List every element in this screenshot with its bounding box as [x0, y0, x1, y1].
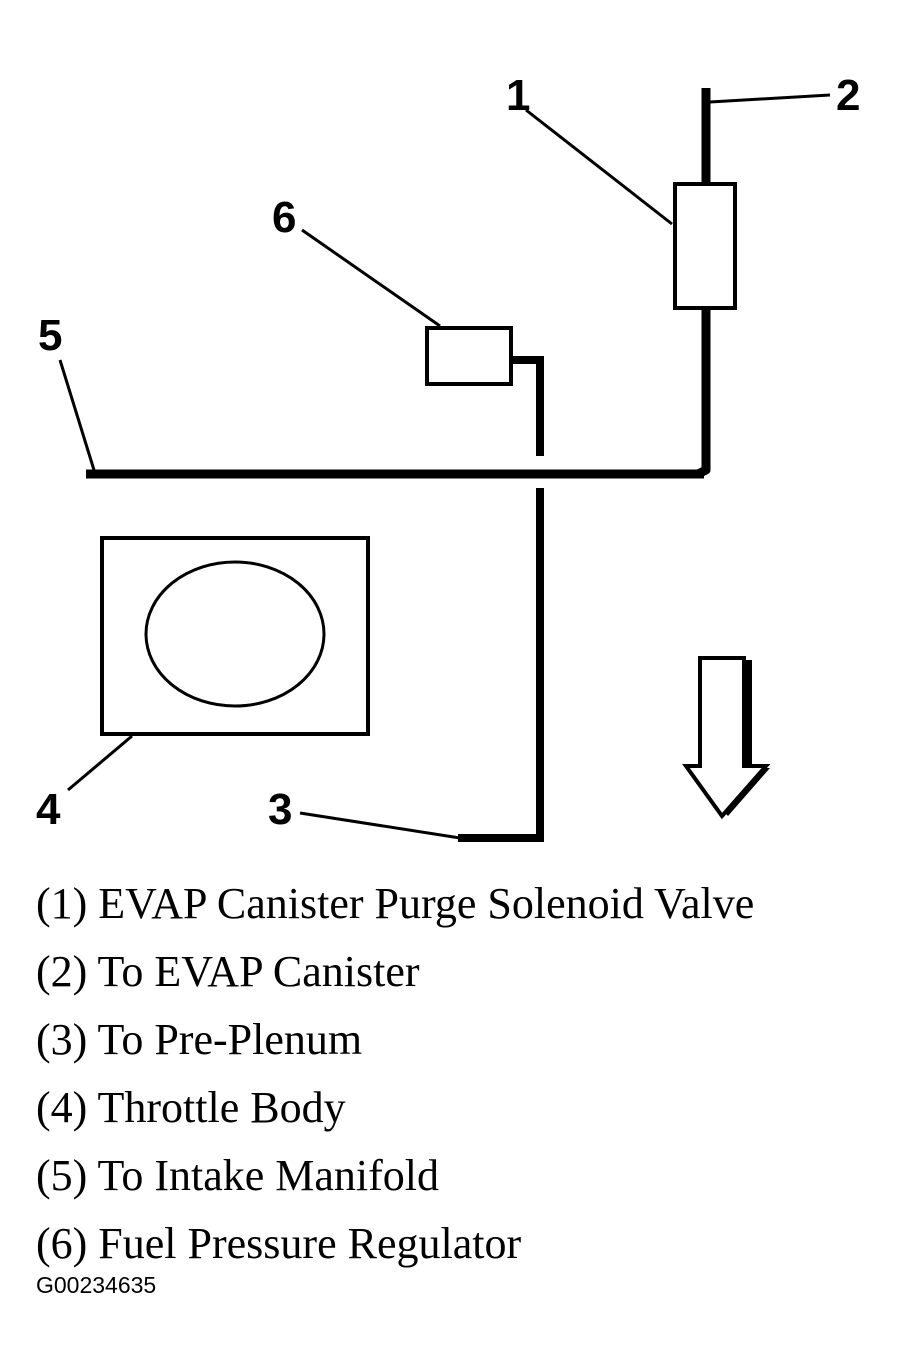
fuel-pressure-regulator	[425, 326, 513, 386]
purge-solenoid-valve	[673, 182, 737, 310]
callout-1: 1	[506, 71, 530, 120]
leader-line-4	[67, 734, 133, 792]
throttle-bore	[144, 560, 326, 708]
direction-arrow-icon	[682, 656, 771, 820]
leader-line-3	[299, 811, 461, 840]
hose-regulator-upper	[511, 356, 544, 456]
figure-id: G00234635	[36, 1272, 157, 1298]
callout-3: 3	[268, 785, 292, 834]
legend-item-1: (1) EVAP Canister Purge Solenoid Valve	[36, 879, 755, 928]
legend-item-6: (6) Fuel Pressure Regulator	[36, 1219, 522, 1268]
legend-item-4: (4) Throttle Body	[36, 1083, 346, 1132]
leader-line-1	[525, 108, 673, 226]
hose-valve-to-manifold-line	[695, 308, 711, 479]
leader-line-2	[709, 93, 831, 104]
callout-6: 6	[272, 193, 296, 242]
leader-line-5	[58, 359, 96, 471]
leader-line-6	[301, 228, 441, 328]
legend-item-3: (3) To Pre-Plenum	[36, 1015, 363, 1064]
hose-to-pre-plenum	[458, 488, 544, 842]
callout-4: 4	[36, 785, 61, 834]
callout-2: 2	[836, 71, 860, 120]
legend-list: (1) EVAP Canister Purge Solenoid Valve (…	[36, 870, 754, 1278]
legend-item-5: (5) To Intake Manifold	[36, 1151, 440, 1200]
callout-5: 5	[38, 311, 62, 360]
evap-purge-diagram: 1 2 3 4 5 6	[36, 71, 860, 842]
legend-item-2: (2) To EVAP Canister	[36, 947, 420, 996]
